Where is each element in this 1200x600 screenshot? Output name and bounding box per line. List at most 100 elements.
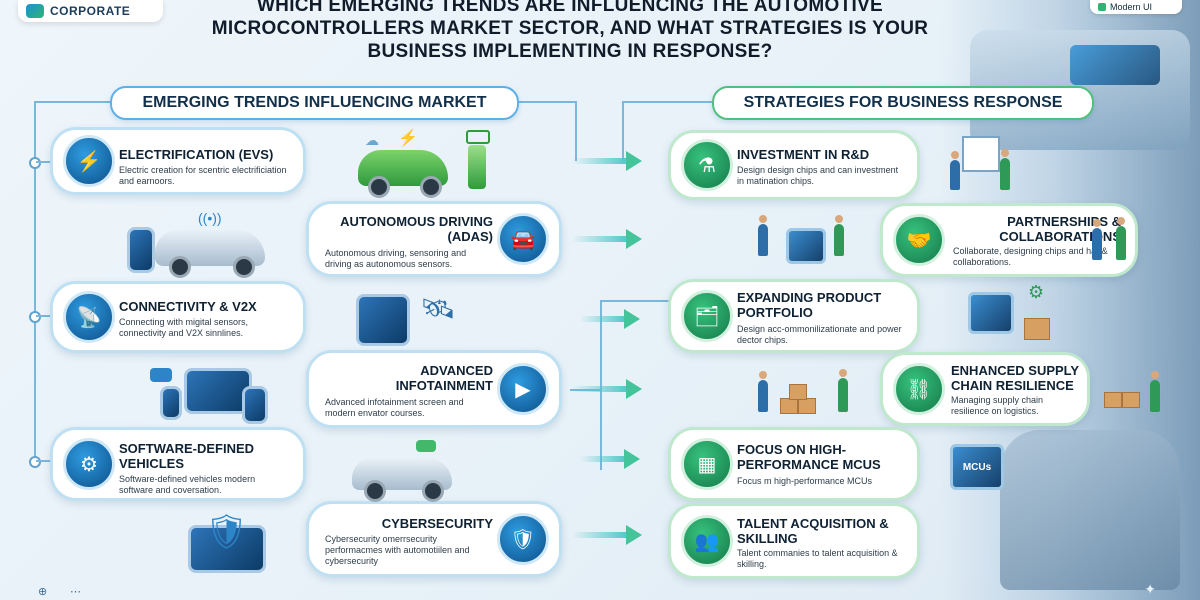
strategy-card-supply-chain[interactable]: ⛓ Enhanced Supply Chain Resilience Manag…: [880, 352, 1090, 426]
portfolio-icon: 🗂: [681, 290, 733, 342]
connected-car-illustration: [352, 458, 452, 502]
signal-tower-icon: 📡: [63, 291, 115, 343]
badge-text: Modern UI: [1110, 2, 1153, 12]
person-illustration: [838, 369, 848, 412]
presentation-board-illustration: [962, 136, 1000, 172]
tablet-signal-illustration: [356, 294, 410, 346]
right-heading-connector: [622, 101, 712, 103]
trend-desc: Software-defined vehicles modern softwar…: [119, 474, 256, 495]
wheel: [364, 480, 386, 502]
trend-title: Advanced Infotainment: [395, 363, 493, 393]
company-logo[interactable]: CORPORATE: [18, 0, 163, 22]
wifi-icon: ((•)): [198, 210, 222, 226]
modern-ui-badge: Modern UI: [1090, 0, 1182, 14]
logo-mark-icon: [26, 4, 44, 18]
strategy-title: Focus on High-Performance MCUs: [737, 442, 881, 472]
connector-branch: [36, 460, 50, 462]
chip-illustration: [786, 228, 826, 264]
laptop-lock-illustration: [188, 525, 266, 573]
box-illustration: [780, 398, 798, 414]
trend-card-connectivity[interactable]: 📡 Connectivity & V2X Connecting with mig…: [50, 281, 306, 353]
battery-icon: [466, 130, 490, 144]
chip-illustration: [968, 292, 1014, 334]
trend-desc: Connecting with migital sensors, connect…: [119, 317, 249, 338]
gear-icon: ⚙: [1028, 282, 1045, 302]
team-icon: 👥: [681, 515, 733, 567]
box-illustration: [798, 398, 816, 414]
ev-charging-icon: ⚡: [63, 135, 115, 187]
wheel: [169, 256, 191, 278]
person-illustration: [950, 151, 960, 190]
trend-desc: Advanced infotainment screen and modern …: [325, 397, 464, 418]
sensor-device-illustration: [127, 227, 155, 273]
trend-card-autonomous[interactable]: 🚘 Autonomous Driving (ADAS) Autonomous d…: [306, 201, 562, 277]
mid-connector-lower: [600, 390, 602, 470]
cloud-icon: ☁: [365, 132, 379, 148]
left-heading-drop: [575, 101, 577, 161]
flow-arrow: [572, 379, 642, 399]
connector-dot: [29, 456, 41, 468]
strategy-title: Talent Acquisition & Skilling: [737, 516, 889, 546]
strategy-card-high-performance[interactable]: ▦ Focus on High-Performance MCUs Focus m…: [668, 427, 920, 501]
wheel: [368, 176, 390, 198]
dots-icon: ⋯: [70, 586, 81, 598]
media-screen-icon: ▶: [497, 363, 549, 415]
left-connector-spine: [34, 101, 36, 465]
box-illustration: [1024, 318, 1050, 340]
flow-arrow: [572, 525, 642, 545]
right-heading-drop: [622, 101, 624, 161]
strategy-desc: Collaborate, designing chips and har & c…: [953, 246, 1108, 267]
trend-card-electrification[interactable]: ⚡ Electrification (EVs) Electric creatio…: [50, 127, 306, 195]
flow-arrow: [580, 449, 640, 469]
processor-icon: ▦: [681, 438, 733, 490]
flow-arrow: [572, 151, 642, 171]
person-illustration: [1000, 149, 1010, 190]
connector-branch: [36, 315, 50, 317]
left-connector-top: [34, 101, 110, 103]
strategy-desc: Managing supply chain resilience on logi…: [951, 395, 1044, 416]
trend-title: Autonomous Driving (ADAS): [340, 214, 493, 244]
message-bubble-icon: [416, 440, 436, 452]
wheel: [422, 480, 444, 502]
lightning-icon: ⚡: [398, 130, 418, 147]
wheel: [420, 176, 442, 198]
strategies-heading: Strategies for Business Response: [712, 86, 1094, 120]
left-heading-connector: [515, 101, 575, 103]
strategy-title: Expanding Product Portfolio: [737, 290, 882, 320]
strategy-card-rd[interactable]: ⚗ Investment in R&D Design design chips …: [668, 130, 920, 200]
trend-card-software-defined[interactable]: ⚙ Software-Defined Vehicles Software-def…: [50, 427, 306, 501]
strategy-title: Enhanced Supply Chain Resilience: [951, 363, 1079, 393]
sparkle-icon: ✦: [1144, 581, 1156, 597]
connector-dot: [29, 157, 41, 169]
trend-desc: Cybersecurity omerrsecurity performacmes…: [325, 534, 470, 566]
badge-icon: [1098, 3, 1106, 11]
wheel: [233, 256, 255, 278]
flask-icon: ⚗: [681, 139, 733, 191]
trend-desc: Electric creation for scentric electrifi…: [119, 165, 287, 186]
software-gear-icon: ⚙: [63, 438, 115, 490]
ev-charger-illustration: [468, 145, 486, 189]
emerging-trends-heading: Emerging Trends Influencing Market: [110, 86, 519, 120]
trend-card-infotainment[interactable]: ▶ Advanced Infotainment Advanced infotai…: [306, 350, 562, 428]
connector-branch: [36, 161, 50, 163]
connector-dot: [29, 311, 41, 323]
mid-connector: [600, 300, 602, 390]
trend-card-cybersecurity[interactable]: 🛡 Cybersecurity Cybersecurity omerrsecur…: [306, 501, 562, 577]
trend-desc: Autonomous driving, sensoring and drivin…: [325, 248, 467, 269]
strategy-card-talent[interactable]: 👥 Talent Acquisition & Skilling Talent c…: [668, 503, 920, 579]
person-illustration: [834, 215, 844, 256]
trend-title: Software-Defined Vehicles: [119, 441, 255, 471]
strategy-title: Partnerships & Collaborations: [999, 214, 1121, 244]
box-illustration: [1104, 392, 1122, 408]
person-illustration: [1150, 371, 1160, 412]
satellite-icon: 🛰: [420, 293, 456, 324]
person-illustration: [1092, 219, 1102, 260]
strategy-desc: Design design chips and can investment i…: [737, 165, 899, 186]
strategy-card-portfolio[interactable]: 🗂 Expanding Product Portfolio Design acc…: [668, 279, 920, 353]
shield-lock-illustration-icon: 🛡: [205, 513, 249, 551]
person-illustration: [1116, 217, 1126, 260]
strategy-desc: Talent commanies to talent acquisition &…: [737, 548, 898, 569]
strategy-title: Investment in R&D: [737, 147, 870, 162]
supply-network-icon: ⛓: [893, 363, 945, 415]
mid-connector-top: [600, 300, 670, 302]
